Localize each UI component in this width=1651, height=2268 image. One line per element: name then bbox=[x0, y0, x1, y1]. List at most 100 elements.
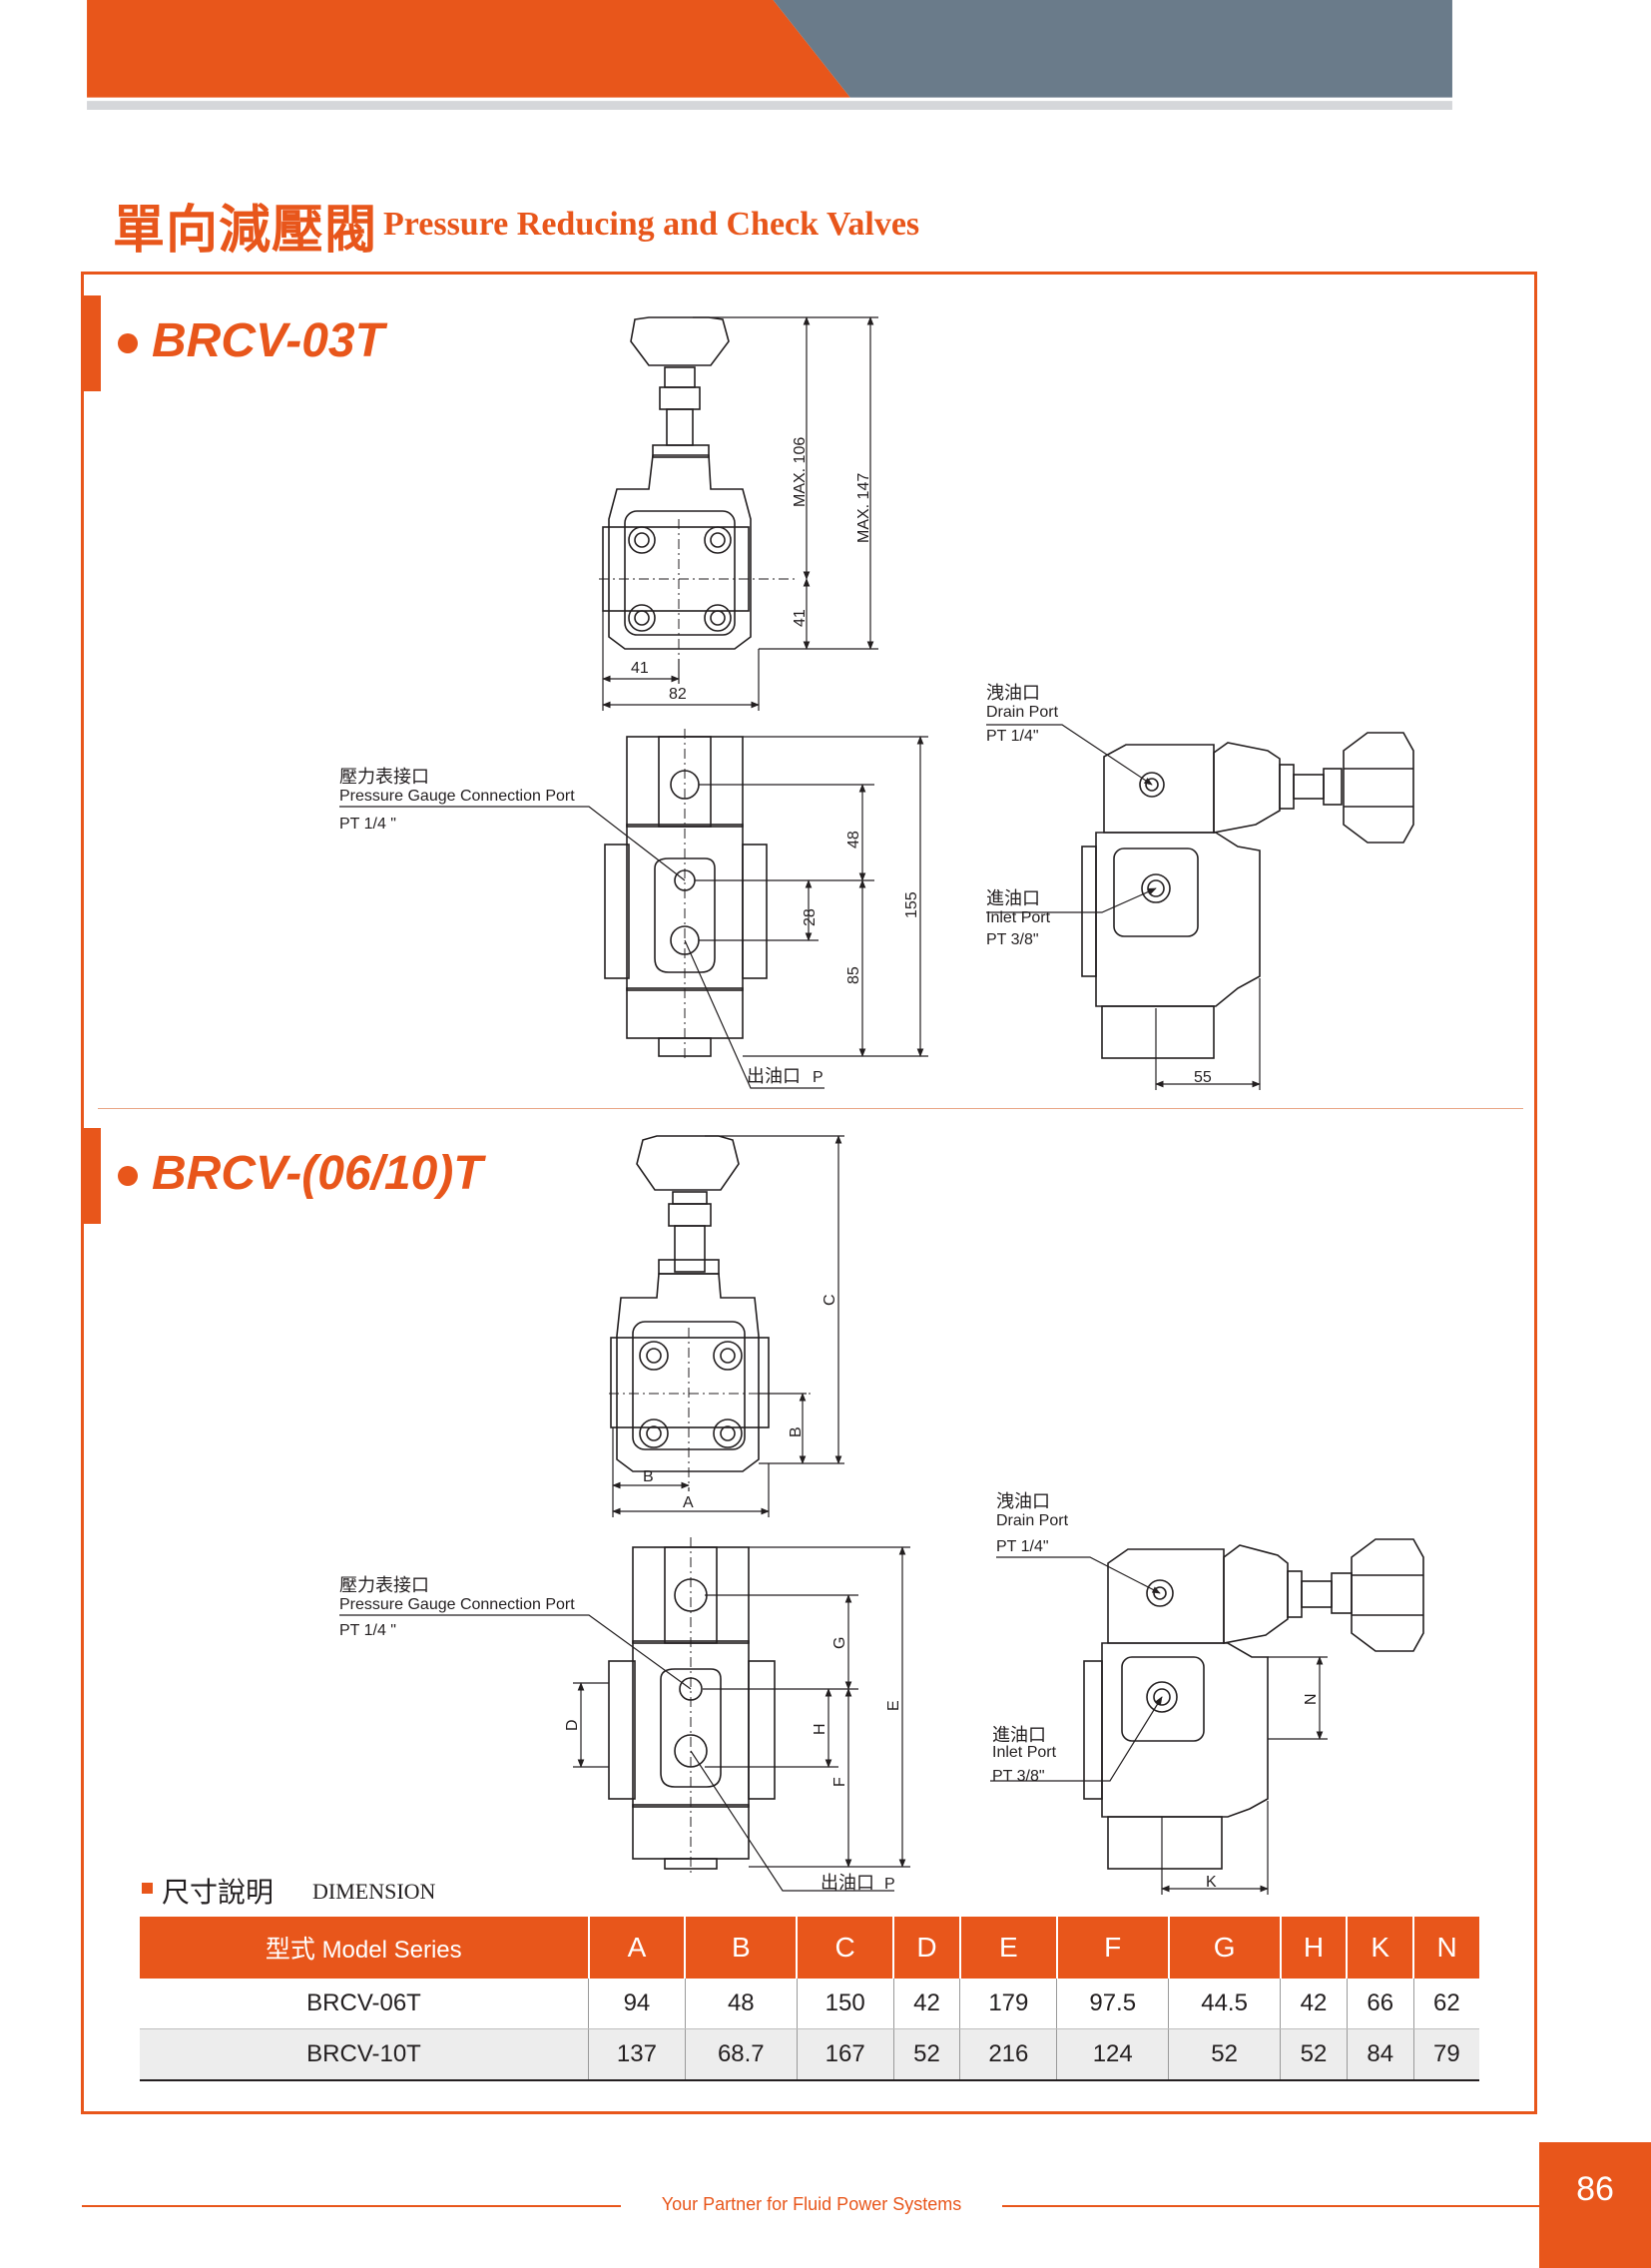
table-cell: 124 bbox=[1056, 2028, 1169, 2081]
column-header: G bbox=[1167, 1917, 1281, 1979]
dim-c: C bbox=[822, 1294, 838, 1306]
dim-85: 85 bbox=[845, 966, 862, 984]
side-view-03t-dims bbox=[986, 724, 1261, 1090]
gauge-port-size: PT 1/4 " bbox=[339, 1622, 396, 1639]
side-view-03t bbox=[1081, 732, 1414, 1059]
table-cell: 62 bbox=[1412, 1979, 1479, 2029]
page-title-en: Pressure Reducing and Check Valves bbox=[383, 206, 920, 243]
section-divider bbox=[98, 1108, 1523, 1109]
table-cell: 52 bbox=[1280, 2028, 1348, 2081]
column-header: K bbox=[1346, 1917, 1414, 1979]
dim-f: F bbox=[831, 1777, 848, 1787]
table-cell: 167 bbox=[796, 2028, 894, 2081]
table-cell: 42 bbox=[892, 1979, 960, 2029]
front-view-06-10t bbox=[608, 1537, 776, 1877]
table-cell: 216 bbox=[959, 2028, 1057, 2081]
dim-d: D bbox=[564, 1719, 581, 1731]
dim-41-horizontal: 41 bbox=[631, 660, 649, 677]
gauge-port-label-zh: 壓力表接口 bbox=[339, 1575, 429, 1596]
table-row: BRCV-10T 137 68.7 167 52 216 124 52 52 8… bbox=[140, 2028, 1479, 2081]
outlet-letter: P bbox=[813, 1069, 824, 1086]
dim-max-147: MAX. 147 bbox=[855, 473, 872, 543]
side-view-06-10t-dims bbox=[990, 1556, 1328, 1895]
drain-port-label-zh: 洩油口 bbox=[986, 683, 1040, 704]
inlet-port-size: PT 3/8" bbox=[992, 1768, 1045, 1785]
table-cell: 52 bbox=[1168, 2028, 1281, 2081]
column-header: A bbox=[587, 1917, 686, 1979]
dim-g: G bbox=[831, 1637, 848, 1649]
column-header: C bbox=[796, 1917, 894, 1979]
table-cell: 97.5 bbox=[1056, 1979, 1169, 2029]
page-number-box bbox=[1539, 2142, 1651, 2268]
table-cell: 179 bbox=[959, 1979, 1057, 2029]
drain-port-label-zh: 洩油口 bbox=[996, 1491, 1050, 1512]
inlet-port-label-en: Inlet Port bbox=[986, 909, 1051, 926]
table-header-row: 型式 Model Series A B C D E F G H K N bbox=[140, 1917, 1479, 1979]
section-title-brcv-03t: BRCV-03T bbox=[152, 314, 384, 367]
table-cell: 84 bbox=[1346, 2028, 1414, 2081]
top-view-06-10t bbox=[609, 1135, 811, 1487]
table-cell: 68.7 bbox=[684, 2028, 798, 2081]
drain-port-size: PT 1/4" bbox=[996, 1538, 1049, 1555]
drain-port-label-en: Drain Port bbox=[996, 1512, 1069, 1529]
dim-b-horizontal: B bbox=[643, 1468, 654, 1485]
table-cell: 137 bbox=[588, 2028, 686, 2081]
gauge-port-size: PT 1/4 " bbox=[339, 816, 396, 833]
column-header: F bbox=[1055, 1917, 1169, 1979]
section-bullet bbox=[118, 1166, 138, 1186]
gauge-port-label-zh: 壓力表接口 bbox=[339, 767, 429, 788]
section-marker-bar bbox=[83, 295, 101, 391]
section-bullet bbox=[118, 333, 138, 353]
table-cell: 94 bbox=[588, 1979, 686, 2029]
table-cell: 48 bbox=[684, 1979, 798, 2029]
inlet-port-size: PT 3/8" bbox=[986, 931, 1039, 948]
content-frame bbox=[81, 272, 1537, 2114]
top-view-06-10t-dims bbox=[612, 1135, 844, 1517]
gauge-port-label-en: Pressure Gauge Connection Port bbox=[339, 788, 575, 805]
table-cell: 66 bbox=[1346, 1979, 1414, 2029]
drain-port-size: PT 1/4" bbox=[986, 728, 1039, 745]
page-title-zh: 單向減壓閥 bbox=[113, 201, 378, 261]
front-view-06-10t-dims bbox=[339, 1546, 910, 1892]
top-view-03t bbox=[599, 316, 799, 659]
column-header-model-en: Model Series bbox=[321, 1937, 462, 1964]
front-view-03t bbox=[604, 729, 768, 1058]
dim-82: 82 bbox=[669, 686, 687, 703]
front-view-03t-dims bbox=[339, 736, 928, 1089]
table-cell: 52 bbox=[892, 2028, 960, 2081]
table-cell-model: BRCV-10T bbox=[140, 2028, 589, 2081]
column-header-model-zh: 型式 bbox=[265, 1935, 315, 1964]
top-view-03t-dims bbox=[602, 316, 878, 711]
column-header: D bbox=[892, 1917, 960, 1979]
table-cell: 42 bbox=[1280, 1979, 1348, 2029]
outlet-label: 出油口 bbox=[747, 1066, 801, 1087]
dim-55: 55 bbox=[1194, 1069, 1212, 1086]
drain-port-label-en: Drain Port bbox=[986, 704, 1059, 721]
table-row: BRCV-06T 94 48 150 42 179 97.5 44.5 42 6… bbox=[140, 1979, 1479, 2029]
dimension-heading-zh: 尺寸說明 bbox=[162, 1876, 275, 1909]
outlet-letter: P bbox=[884, 1876, 895, 1893]
dimension-heading-en: DIMENSION bbox=[312, 1879, 436, 1904]
table-cell: 79 bbox=[1412, 2028, 1479, 2081]
inlet-port-label-zh: 進油口 bbox=[992, 1725, 1046, 1746]
footer-rule-right bbox=[1002, 2205, 1539, 2207]
column-header: N bbox=[1412, 1917, 1479, 1979]
inlet-port-label-zh: 進油口 bbox=[986, 888, 1040, 909]
column-header-model: 型式 Model Series bbox=[140, 1917, 589, 1979]
table-cell: 44.5 bbox=[1168, 1979, 1281, 2029]
page-number: 86 bbox=[1576, 2170, 1614, 2208]
side-view-06-10t bbox=[1083, 1538, 1424, 1870]
dim-k: K bbox=[1206, 1874, 1217, 1891]
gauge-port-label-en: Pressure Gauge Connection Port bbox=[339, 1596, 575, 1613]
footer-tagline: Your Partner for Fluid Power Systems bbox=[661, 2194, 962, 2214]
dim-h: H bbox=[812, 1723, 828, 1735]
dim-b-vertical: B bbox=[788, 1426, 805, 1437]
dim-a: A bbox=[683, 1494, 694, 1511]
dim-max-106: MAX. 106 bbox=[792, 437, 809, 507]
table-cell-model: BRCV-06T bbox=[140, 1979, 589, 2029]
table-cell: 150 bbox=[796, 1979, 894, 2029]
dim-28: 28 bbox=[802, 908, 819, 926]
dim-48: 48 bbox=[845, 831, 862, 849]
column-header: E bbox=[958, 1917, 1057, 1979]
